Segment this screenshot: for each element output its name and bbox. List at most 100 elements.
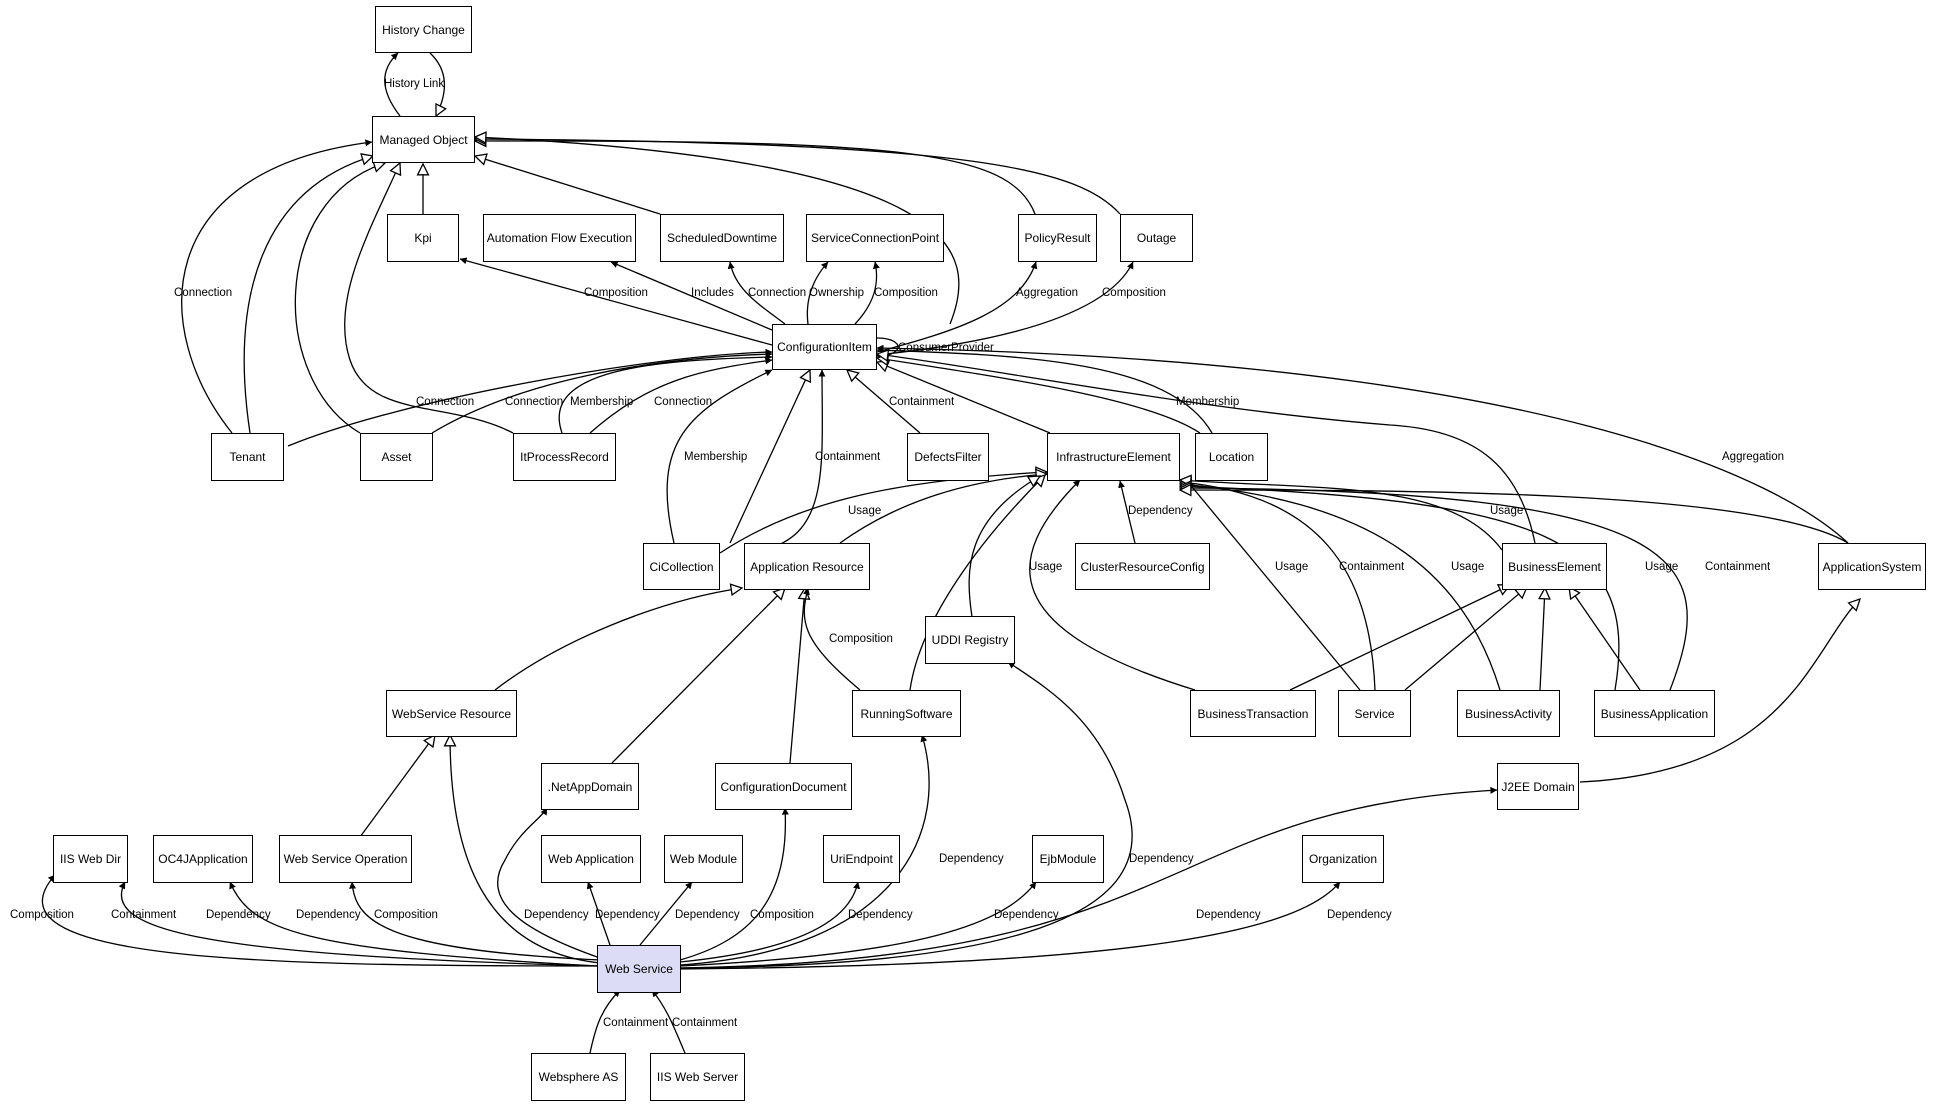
edge-ws-wso xyxy=(349,881,601,961)
node-oc4j-application[interactable]: OC4JApplication xyxy=(153,835,253,883)
node-outage[interactable]: Outage xyxy=(1120,214,1193,262)
edge-ipr-mo-inherit xyxy=(343,163,514,434)
node-web-service[interactable]: Web Service xyxy=(597,945,681,993)
edge-label: Composition xyxy=(584,287,648,299)
edge-label: Dependency xyxy=(994,909,1059,921)
node-history-change[interactable]: History Change xyxy=(375,6,472,53)
node-business-element[interactable]: BusinessElement xyxy=(1502,543,1607,590)
edge-loc-ci-inherit xyxy=(877,358,1201,434)
edge-ws-wa xyxy=(586,881,611,946)
edge-rs-ie xyxy=(909,475,1045,691)
edge-ws-wsr xyxy=(450,735,601,964)
node-tenant[interactable]: Tenant xyxy=(211,433,284,481)
edge-cic-ci-memb xyxy=(666,369,773,544)
node-policy-result[interactable]: PolicyResult xyxy=(1018,214,1097,262)
node-configuration-document[interactable]: ConfigurationDocument xyxy=(715,763,852,810)
node-webservice-resource[interactable]: WebService Resource xyxy=(386,690,517,737)
edge-label: Dependency xyxy=(1129,853,1194,865)
node-websphere-as[interactable]: Websphere AS xyxy=(531,1053,626,1101)
node-running-software[interactable]: RunningSoftware xyxy=(852,690,961,737)
node-iis-web-server[interactable]: IIS Web Server xyxy=(650,1053,745,1101)
node-kpi[interactable]: Kpi xyxy=(387,214,459,262)
edge-label: Membership xyxy=(1176,396,1239,408)
edge-ws-iis-comp xyxy=(41,874,598,967)
node-business-activity[interactable]: BusinessActivity xyxy=(1457,690,1560,737)
node-cluster-resource-config[interactable]: ClusterResourceConfig xyxy=(1075,543,1210,590)
edge-label: Connection xyxy=(654,396,712,408)
edge-sd-inherit xyxy=(475,156,661,215)
edge-bapp-ie-cont xyxy=(1180,488,1688,691)
node-location[interactable]: Location xyxy=(1195,433,1268,481)
node-organization[interactable]: Organization xyxy=(1302,835,1384,883)
node-uri-endpoint[interactable]: UriEndpoint xyxy=(823,835,900,883)
edge-ba-be xyxy=(1540,588,1545,691)
edge-ws-wm xyxy=(639,881,693,946)
node-netapp-domain[interactable]: .NetAppDomain xyxy=(541,763,639,810)
edge-label: Usage xyxy=(1645,561,1678,573)
node-asset[interactable]: Asset xyxy=(360,433,433,481)
edge-ws-j2ee xyxy=(679,786,1498,969)
edge-ws-ejb xyxy=(679,881,1037,967)
edge-net-ar xyxy=(611,588,785,764)
edge-cic-ci-cont xyxy=(769,369,826,549)
node-service-connection-point[interactable]: ServiceConnectionPoint xyxy=(806,214,944,262)
node-web-application[interactable]: Web Application xyxy=(541,835,641,883)
edge-label: Membership xyxy=(684,451,747,463)
edge-asset-mo-inherit xyxy=(294,163,385,434)
edge-label: Dependency xyxy=(848,909,913,921)
edge-history-inherit xyxy=(429,52,444,116)
edge-uddi-ie xyxy=(968,476,1040,618)
edge-iisws-ws xyxy=(651,989,686,1054)
node-uddi-registry[interactable]: UDDI Registry xyxy=(925,616,1015,664)
node-managed-object[interactable]: Managed Object xyxy=(372,116,475,163)
node-application-resource[interactable]: Application Resource xyxy=(744,543,870,590)
edge-label: Containment xyxy=(1705,561,1771,573)
edge-label: Containment xyxy=(815,451,881,463)
node-ci-collection[interactable]: CiCollection xyxy=(643,543,720,590)
edge-label: Composition xyxy=(374,909,438,921)
node-configuration-item[interactable]: ConfigurationItem xyxy=(772,324,877,370)
node-service[interactable]: Service xyxy=(1338,690,1411,737)
edge-ipr-ci-memb xyxy=(558,353,773,434)
node-iis-web-dir[interactable]: IIS Web Dir xyxy=(53,835,128,883)
edge-asset-ci xyxy=(431,350,773,434)
edge-label: Dependency xyxy=(206,909,271,921)
edge-label: Usage xyxy=(1490,505,1523,517)
edge-label: Dependency xyxy=(595,909,660,921)
edge-label: Connection xyxy=(174,287,232,299)
edge-label: Containment xyxy=(672,1017,738,1029)
node-web-module[interactable]: Web Module xyxy=(664,835,743,883)
edge-cd-ar xyxy=(789,588,805,764)
node-defects-filter[interactable]: DefectsFilter xyxy=(907,433,989,481)
edge-loc-ci-memb xyxy=(876,346,1213,434)
edge-label: Composition xyxy=(10,909,74,921)
edge-as-ie xyxy=(1180,490,1849,544)
edge-label: Containment xyxy=(111,909,177,921)
edge-label: Composition xyxy=(750,909,814,921)
node-j2ee-domain[interactable]: J2EE Domain xyxy=(1497,763,1579,810)
node-business-transaction[interactable]: BusinessTransaction xyxy=(1190,690,1316,737)
edge-tenant-mo-inherit xyxy=(243,156,373,434)
edge-outage-inherit xyxy=(475,139,1121,215)
node-business-application[interactable]: BusinessApplication xyxy=(1594,690,1715,737)
node-ejb-module[interactable]: EjbModule xyxy=(1032,835,1104,883)
edge-was-ws xyxy=(589,989,621,1054)
edge-label: Composition xyxy=(829,633,893,645)
edge-label: ConsumerProvider xyxy=(898,342,994,354)
node-application-system[interactable]: ApplicationSystem xyxy=(1818,543,1926,590)
edge-bapp-ie-usage xyxy=(1180,486,1620,691)
edge-be-ie xyxy=(1180,480,1503,551)
edge-label: Includes xyxy=(691,287,734,299)
edge-label: Dependency xyxy=(1196,909,1261,921)
edge-ar-ie xyxy=(839,474,1047,544)
edge-ws-org xyxy=(679,881,1341,970)
node-infrastructure-element[interactable]: InfrastructureElement xyxy=(1047,433,1180,481)
node-it-process-record[interactable]: ItProcessRecord xyxy=(513,433,616,481)
node-automation-flow-execution[interactable]: Automation Flow Execution xyxy=(483,214,636,262)
node-web-service-operation[interactable]: Web Service Operation xyxy=(279,835,412,883)
node-scheduled-downtime[interactable]: ScheduledDowntime xyxy=(660,214,784,262)
edge-svc-ie-usage xyxy=(1187,481,1361,691)
